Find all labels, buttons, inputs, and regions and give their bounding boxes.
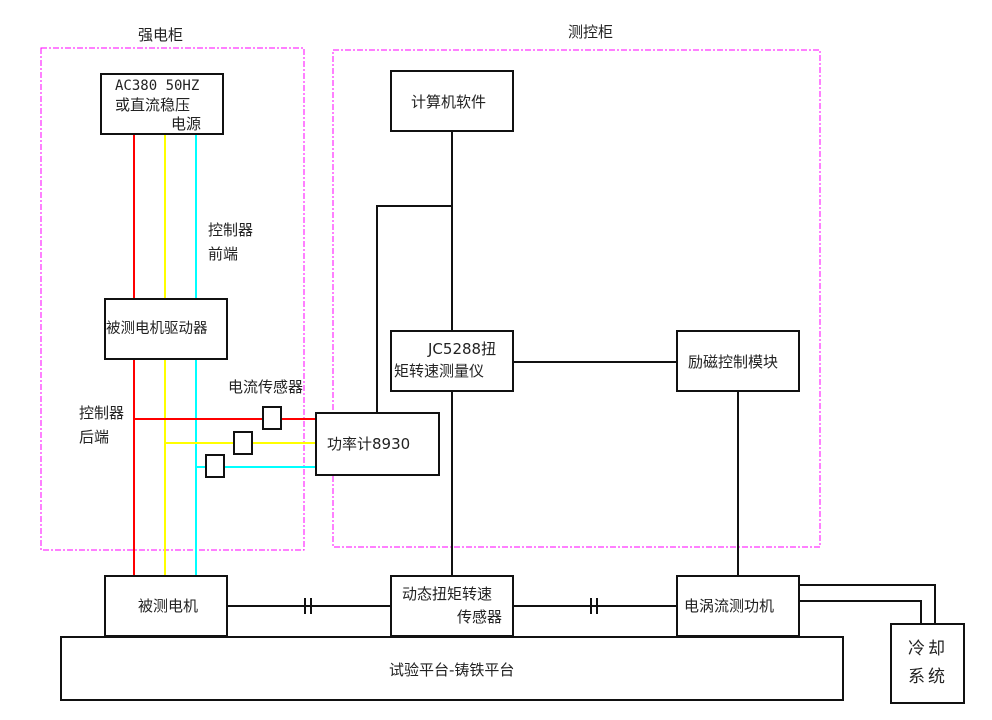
motor-driver-block: 被测电机驱动器 (104, 298, 228, 360)
control-cabinet-boundary (332, 49, 821, 548)
computer-software-label: 计算机软件 (411, 93, 487, 111)
eddy-current-dynamometer-block: 电涡流测功机 (676, 575, 800, 637)
controller-rear-line2: 后端 (79, 428, 110, 446)
torque-speed-meter-line2: 矩转速测量仪 (394, 362, 485, 380)
power-meter-label: 功率计8930 (327, 435, 411, 453)
motor-driver-label: 被测电机驱动器 (106, 321, 208, 337)
cooling-system-line2: 系统 (908, 667, 948, 687)
control-cabinet-title: 测控柜 (568, 23, 614, 41)
current-sensor-c (205, 454, 225, 478)
cooling-system-line1: 冷却 (908, 639, 948, 659)
power-meter-block: 功率计8930 (315, 412, 440, 476)
computer-software-block: 计算机软件 (390, 70, 514, 132)
current-sensor-label: 电流传感器 (228, 378, 304, 396)
power-supply-line3: 电源 (171, 115, 202, 133)
current-sensor-a (262, 406, 282, 430)
current-sensor-b (233, 431, 253, 455)
excitation-control-label: 励磁控制模块 (688, 353, 779, 371)
power-cabinet-title: 强电柜 (138, 26, 184, 44)
torque-sensor-line2: 传感器 (457, 608, 503, 626)
excitation-control-block: 励磁控制模块 (676, 330, 800, 392)
cooling-system-block: 冷却 系统 (890, 623, 965, 704)
torque-speed-meter-line1: JC5288扭 (428, 340, 497, 358)
cooling-pipe-inner (799, 600, 922, 624)
motor-under-test-label: 被测电机 (138, 597, 199, 615)
power-cabinet-boundary (40, 47, 305, 551)
torque-speed-meter-block: JC5288扭 矩转速测量仪 (390, 330, 514, 392)
eddy-current-dynamometer-label: 电涡流测功机 (684, 597, 775, 615)
power-supply-line1: AC380 50HZ (115, 78, 200, 94)
motor-under-test-block: 被测电机 (104, 575, 228, 637)
controller-rear-line1: 控制器 (79, 404, 125, 422)
controller-front-line1: 控制器 (208, 221, 254, 239)
test-platform-label: 试验平台-铸铁平台 (389, 661, 515, 679)
test-platform-block: 试验平台-铸铁平台 (60, 636, 844, 701)
power-supply-line2: 或直流稳压 (115, 96, 191, 114)
power-supply-block: AC380 50HZ 或直流稳压 电源 (100, 73, 224, 135)
cooling-pipe-outer (799, 584, 936, 624)
computer-to-power-meter-wire (376, 205, 452, 412)
controller-front-line2: 前端 (208, 245, 239, 263)
torque-sensor-block: 动态扭矩转速 传感器 (390, 575, 514, 637)
torque-sensor-line1: 动态扭矩转速 (402, 585, 493, 603)
